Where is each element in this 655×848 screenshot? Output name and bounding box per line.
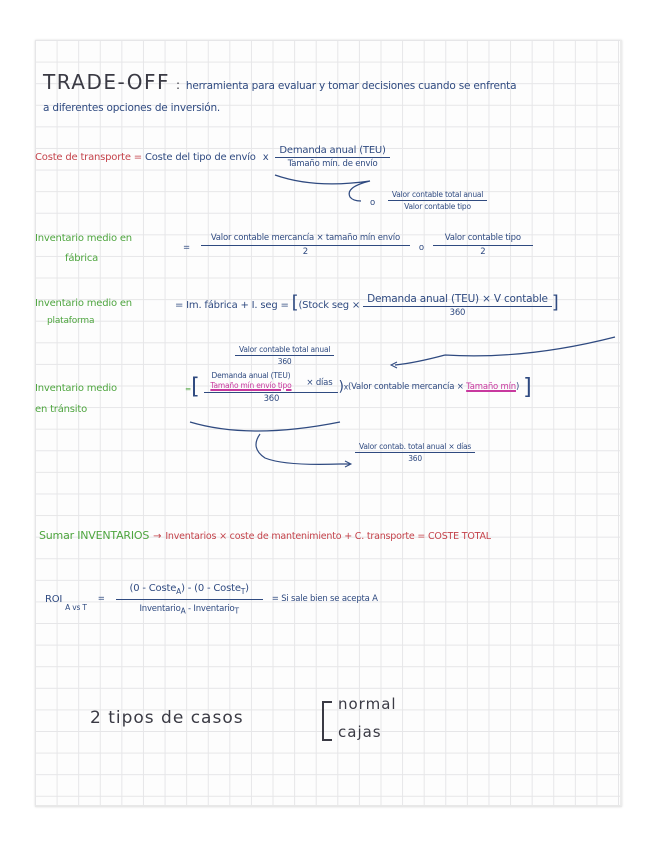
platform-inventory-formula: = Im. fábrica + I. seg = [(Stock seg × D… [175, 292, 559, 318]
factory-inventory-label-line1: Inventario medio en [35, 233, 132, 244]
times-days: × días [306, 378, 333, 388]
transport-cost-label: Coste de transporte [35, 152, 131, 163]
fraction-denominator: 360 [449, 307, 466, 318]
inner-denominator-highlighted: Tamaño mín envío tipo [210, 381, 292, 390]
case-type-option-cajas: cajas [338, 723, 382, 741]
fraction-numerator: Valor contable tipo [432, 233, 533, 246]
roi-subscript: A vs T [65, 602, 87, 612]
second-term-highlight: Tamaño mín [466, 382, 516, 392]
subscript-a: A [180, 606, 186, 616]
second-term-prefix: (Valor contable mercancía × [347, 382, 464, 392]
title-separator: : [176, 78, 180, 92]
roi-conclusion: = Si sale bien se acepta A [271, 594, 378, 605]
fraction-numerator: Demanda anual (TEU) [275, 145, 390, 158]
paren-close: ) [338, 379, 344, 395]
title-description-line2: a diferentes opciones de inversión. [43, 102, 221, 114]
roi-formula: ROIA vs T = (0 - CosteA) - (0 - CosteT) … [45, 583, 378, 616]
times-sign: x [343, 382, 348, 392]
accounting-value-fraction: Valor contable total anual Valor contabl… [387, 190, 488, 211]
bracket-close: ] [551, 292, 559, 313]
second-term: (Valor contable mercancía × Tamaño mín) [348, 382, 519, 392]
case-type-option-normal: normal [338, 695, 397, 713]
fraction-denominator: Tamaño mín. de envío [287, 159, 378, 169]
inner-demand-fraction: Demanda anual (TEU) Tamaño mín envío tip… [210, 371, 291, 390]
platform-inventory-label-line1: Inventario medio en [35, 298, 132, 309]
title-description-line1: herramienta para evaluar y tomar decisio… [185, 80, 517, 92]
total-cost-expression: Inventarios × coste de mantenimiento + C… [165, 531, 491, 542]
subscript-t: T [240, 587, 246, 596]
title-block: TRADE-OFF: herramienta para evaluar y tom… [43, 70, 517, 94]
platform-inventory-label-line2: plataforma [47, 316, 95, 326]
demand-value-fraction: Demanda anual (TEU) × V contable 360 [363, 293, 552, 318]
transit-inventory-formula: =[ Demanda anual (TEU) Tamaño mín envío … [185, 370, 532, 404]
equals-sign: = [175, 300, 184, 311]
transport-alt-formula: o Valor contable total anual Valor conta… [370, 190, 488, 211]
transit-inventory-label-line2: en tránsito [35, 404, 87, 415]
label-text: Inventario medio en [35, 298, 132, 309]
subscript-a: A [176, 587, 182, 596]
second-term-suffix: ) [515, 382, 520, 392]
fraction-denominator: 2 [302, 247, 308, 257]
roi-denominator: InventarioA - InventarioT [139, 600, 240, 616]
case-types-label: 2 tipos de casos [90, 708, 244, 728]
or-label: o [370, 198, 376, 208]
arrow-icon: → [153, 531, 162, 542]
shipping-type-cost: Coste del tipo de envío [144, 152, 256, 163]
platform-curve-arrow [389, 336, 616, 369]
factory-inventory-formula: = Valor contable mercancía × tamaño mín … [183, 233, 533, 257]
equals-sign: = [97, 594, 105, 605]
equals-sign: = [183, 242, 190, 253]
transit-inventory-label-line1: Inventario medio [35, 383, 117, 394]
fraction-numerator: Valor contable total anual [235, 345, 335, 356]
roi-fraction: (0 - CosteA) - (0 - CosteT) InventarioA … [115, 583, 263, 616]
subscript-t: T [234, 606, 240, 616]
transit-alt-formula: Valor contab. total anual × días 360 [355, 442, 476, 463]
platform-alt-formula: Valor contable total anual 360 [235, 345, 335, 366]
bracket-open: [ [191, 374, 200, 400]
bracket-close: ] [523, 374, 532, 400]
transport-curve-arrow [274, 174, 371, 202]
equals-sign: = [185, 384, 192, 394]
transit-fraction: Demanda anual (TEU) Tamaño mín envío tip… [204, 370, 339, 404]
fraction-denominator: Valor contable tipo [404, 202, 471, 211]
fraction-denominator: 360 [263, 394, 280, 404]
numerator-part2: ) - (0 - Coste [181, 583, 241, 594]
safety-stock-term: (Stock seg × [298, 300, 361, 311]
or-label: o [418, 242, 424, 253]
fraction-numerator: Demanda anual (TEU) × V contable [363, 293, 552, 307]
inner-numerator: Demanda anual (TEU) [211, 371, 291, 380]
fraction-denominator: 2 [480, 247, 486, 257]
fraction-numerator: Valor contable mercancía × tamaño mín en… [200, 233, 410, 246]
transit-numerator: Demanda anual (TEU) Tamaño mín envío tip… [204, 370, 339, 393]
roi-label: ROI [45, 593, 63, 605]
annual-demand-fraction: Demanda anual (TEU) Tamaño mín. de envío [275, 145, 390, 169]
transport-cost-formula: Coste de transporte = Coste del tipo de … [35, 145, 390, 169]
equals-sign-2: = [280, 300, 289, 311]
times-sign: x [262, 152, 269, 163]
notebook-page: TRADE-OFF: herramienta para evaluar y tom… [35, 40, 622, 807]
annual-days-fraction: Valor contab. total anual × días 360 [355, 442, 476, 463]
equals-sign: = [133, 152, 142, 163]
fraction-numerator: Valor contable total anual [387, 190, 488, 201]
factory-value-fraction: Valor contable mercancía × tamaño mín en… [200, 233, 410, 257]
trade-off-heading: TRADE-OFF [43, 70, 171, 94]
annual-value-fraction: Valor contable total anual 360 [235, 345, 335, 366]
denominator-part2: - Inventario [185, 604, 235, 614]
transit-curve-arrow [189, 421, 353, 468]
fraction-denominator: 360 [408, 454, 422, 463]
numerator-end: ) [245, 583, 249, 594]
factory-inventory-label-line2: fábrica [65, 253, 99, 264]
factory-type-fraction: Valor contable tipo 2 [432, 233, 533, 257]
case-types-bracket [322, 701, 332, 741]
denominator-part1: Inventario [139, 604, 181, 614]
sum-inventories-label: Sumar INVENTARIOS [39, 529, 150, 542]
numerator-part1: (0 - Coste [129, 583, 177, 594]
fraction-denominator: 360 [277, 357, 292, 366]
bracket-open: [ [291, 292, 299, 313]
roi-numerator: (0 - CosteA) - (0 - CosteT) [115, 583, 263, 600]
factory-plus-safety-expression: Im. fábrica + I. seg [186, 300, 278, 311]
total-cost-formula: Sumar INVENTARIOS→Inventarios × coste de… [39, 529, 491, 542]
fraction-numerator: Valor contab. total anual × días [355, 442, 476, 453]
